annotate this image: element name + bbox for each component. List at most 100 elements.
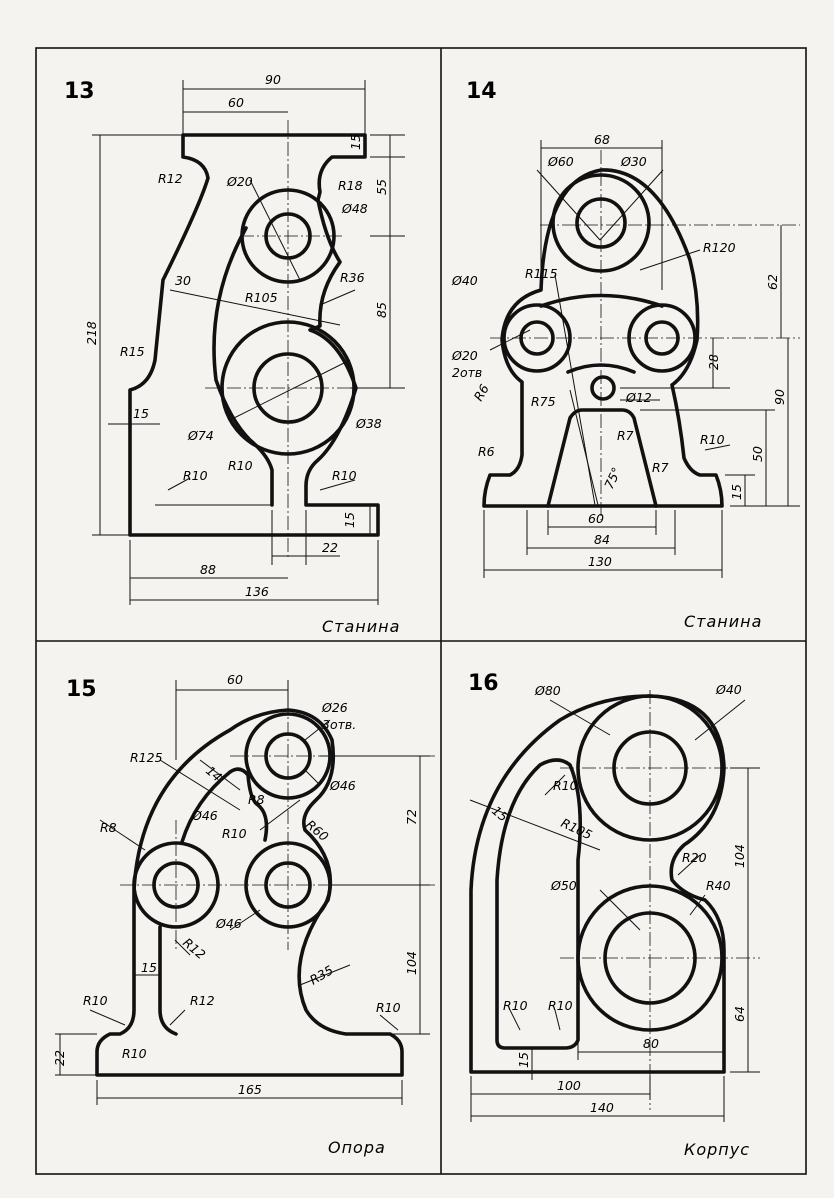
inner-window [180,767,269,844]
dim-r10: R10 [83,993,108,1008]
circle-boss-left [502,303,572,373]
dim-r40: R40 [706,878,731,893]
dim-d46: Ø46 [215,916,242,931]
dim-72: 72 [404,809,419,825]
dim-r10: R10 [548,998,573,1013]
dim-d60: Ø60 [547,154,574,169]
dim-88: 88 [200,562,216,577]
dim-28: 28 [706,354,721,370]
dim-r18: R18 [338,178,363,193]
dim-2otv: 2отв [452,365,482,380]
dim-d20: Ø20 [451,348,478,363]
circle-boss-top [576,694,724,842]
hole-small [590,375,616,401]
arch-lower [566,363,636,374]
dim-90: 90 [772,389,787,405]
dim-r15: R15 [120,344,145,359]
dim-d74: Ø74 [187,428,214,443]
dim-50: 50 [750,446,765,462]
dim-60: 60 [588,511,604,526]
dim-r75: R75 [531,394,556,409]
dim-d46: R8 [100,820,117,835]
dim-22: 22 [322,540,338,555]
dim-r12: R12 [180,935,209,962]
dim-d26: Ø26 [321,700,348,715]
dim-r10: R10 [700,432,725,447]
dim-d30: Ø30 [620,154,647,169]
dim-r10: R10 [553,778,578,793]
panel-16: 16 Корпус Ø80 Ø40 R1 [468,671,760,1159]
hole-left [152,861,200,909]
dim-22: 22 [52,1050,67,1066]
dim-r7: R7 [617,428,634,443]
dim-r36: R36 [340,270,365,285]
dim-r6: R6 [471,382,492,404]
dim-d80: Ø80 [534,683,561,698]
dim-75deg: 75° [601,465,624,491]
dim-d20: Ø20 [226,174,253,189]
dim-r120: R120 [703,240,736,255]
dim-r10: R10 [183,468,208,483]
dim-165: 165 [238,1082,262,1097]
hole-top [612,730,688,806]
dim-r125: R125 [130,750,163,765]
dim-104: 104 [732,844,747,868]
dim-84: 84 [594,532,610,547]
dim-r60: R60 [303,817,332,844]
panel-number: 16 [468,671,499,696]
dim-60: 60 [228,95,244,110]
dim-100: 100 [557,1078,581,1093]
center-opening [546,408,658,508]
dim-130: 130 [588,554,612,569]
dim-90: 90 [265,72,281,87]
part-outline [469,694,726,1074]
circle-boss-left [132,841,220,929]
dim-15: 15 [342,512,357,528]
dim-60: 60 [227,672,243,687]
circle-boss-upper [240,188,336,284]
dim-r10: R10 [122,1046,147,1061]
dim-d50: Ø50 [550,878,577,893]
circle-boss-top [551,173,651,273]
dim-r10: R10 [222,826,247,841]
dim-r10: R10 [503,998,528,1013]
dim-r8: Ø46 [191,808,218,823]
hole-lower [252,352,324,424]
panel-caption: Станина [684,612,762,631]
dim-r105: R105 [245,290,278,305]
dim-15: 15 [348,134,363,150]
dim-d40: Ø40 [715,682,742,697]
dim-55: 55 [374,179,389,195]
dim-15: 15 [729,484,744,500]
part-outline [128,133,380,537]
panel-caption: Станина [322,617,400,636]
dimension-lines [483,140,800,578]
dim-140: 140 [590,1100,614,1115]
dim-r35: R35 [307,962,336,987]
dim-d48: Ø48 [341,201,368,216]
hole-right [644,320,680,356]
dim-d46: Ø46 [329,778,356,793]
dimension-lines [55,680,430,1105]
dim-d38: Ø38 [355,416,382,431]
dim-r20: R20 [682,850,707,865]
panel-13: 13 Станина [64,72,405,636]
panel-15: 15 Опора [52,672,435,1157]
dim-r12: R12 [190,993,215,1008]
hole-top [264,732,312,780]
dim-68: 68 [594,132,610,147]
dim-136: 136 [245,584,269,599]
dim-64: 64 [732,1006,747,1022]
dim-r115: R115 [525,266,558,281]
dim-15: 15 [516,1052,531,1068]
hole-upper [264,212,312,260]
arch-upper [539,293,664,308]
outer-frame [35,47,807,1175]
dim-104: 104 [404,951,419,975]
dim-3otv: 3отв. [322,717,356,732]
dim-r12: R12 [158,171,183,186]
hole-right [264,861,312,909]
dim-r10: R10 [376,1000,401,1015]
